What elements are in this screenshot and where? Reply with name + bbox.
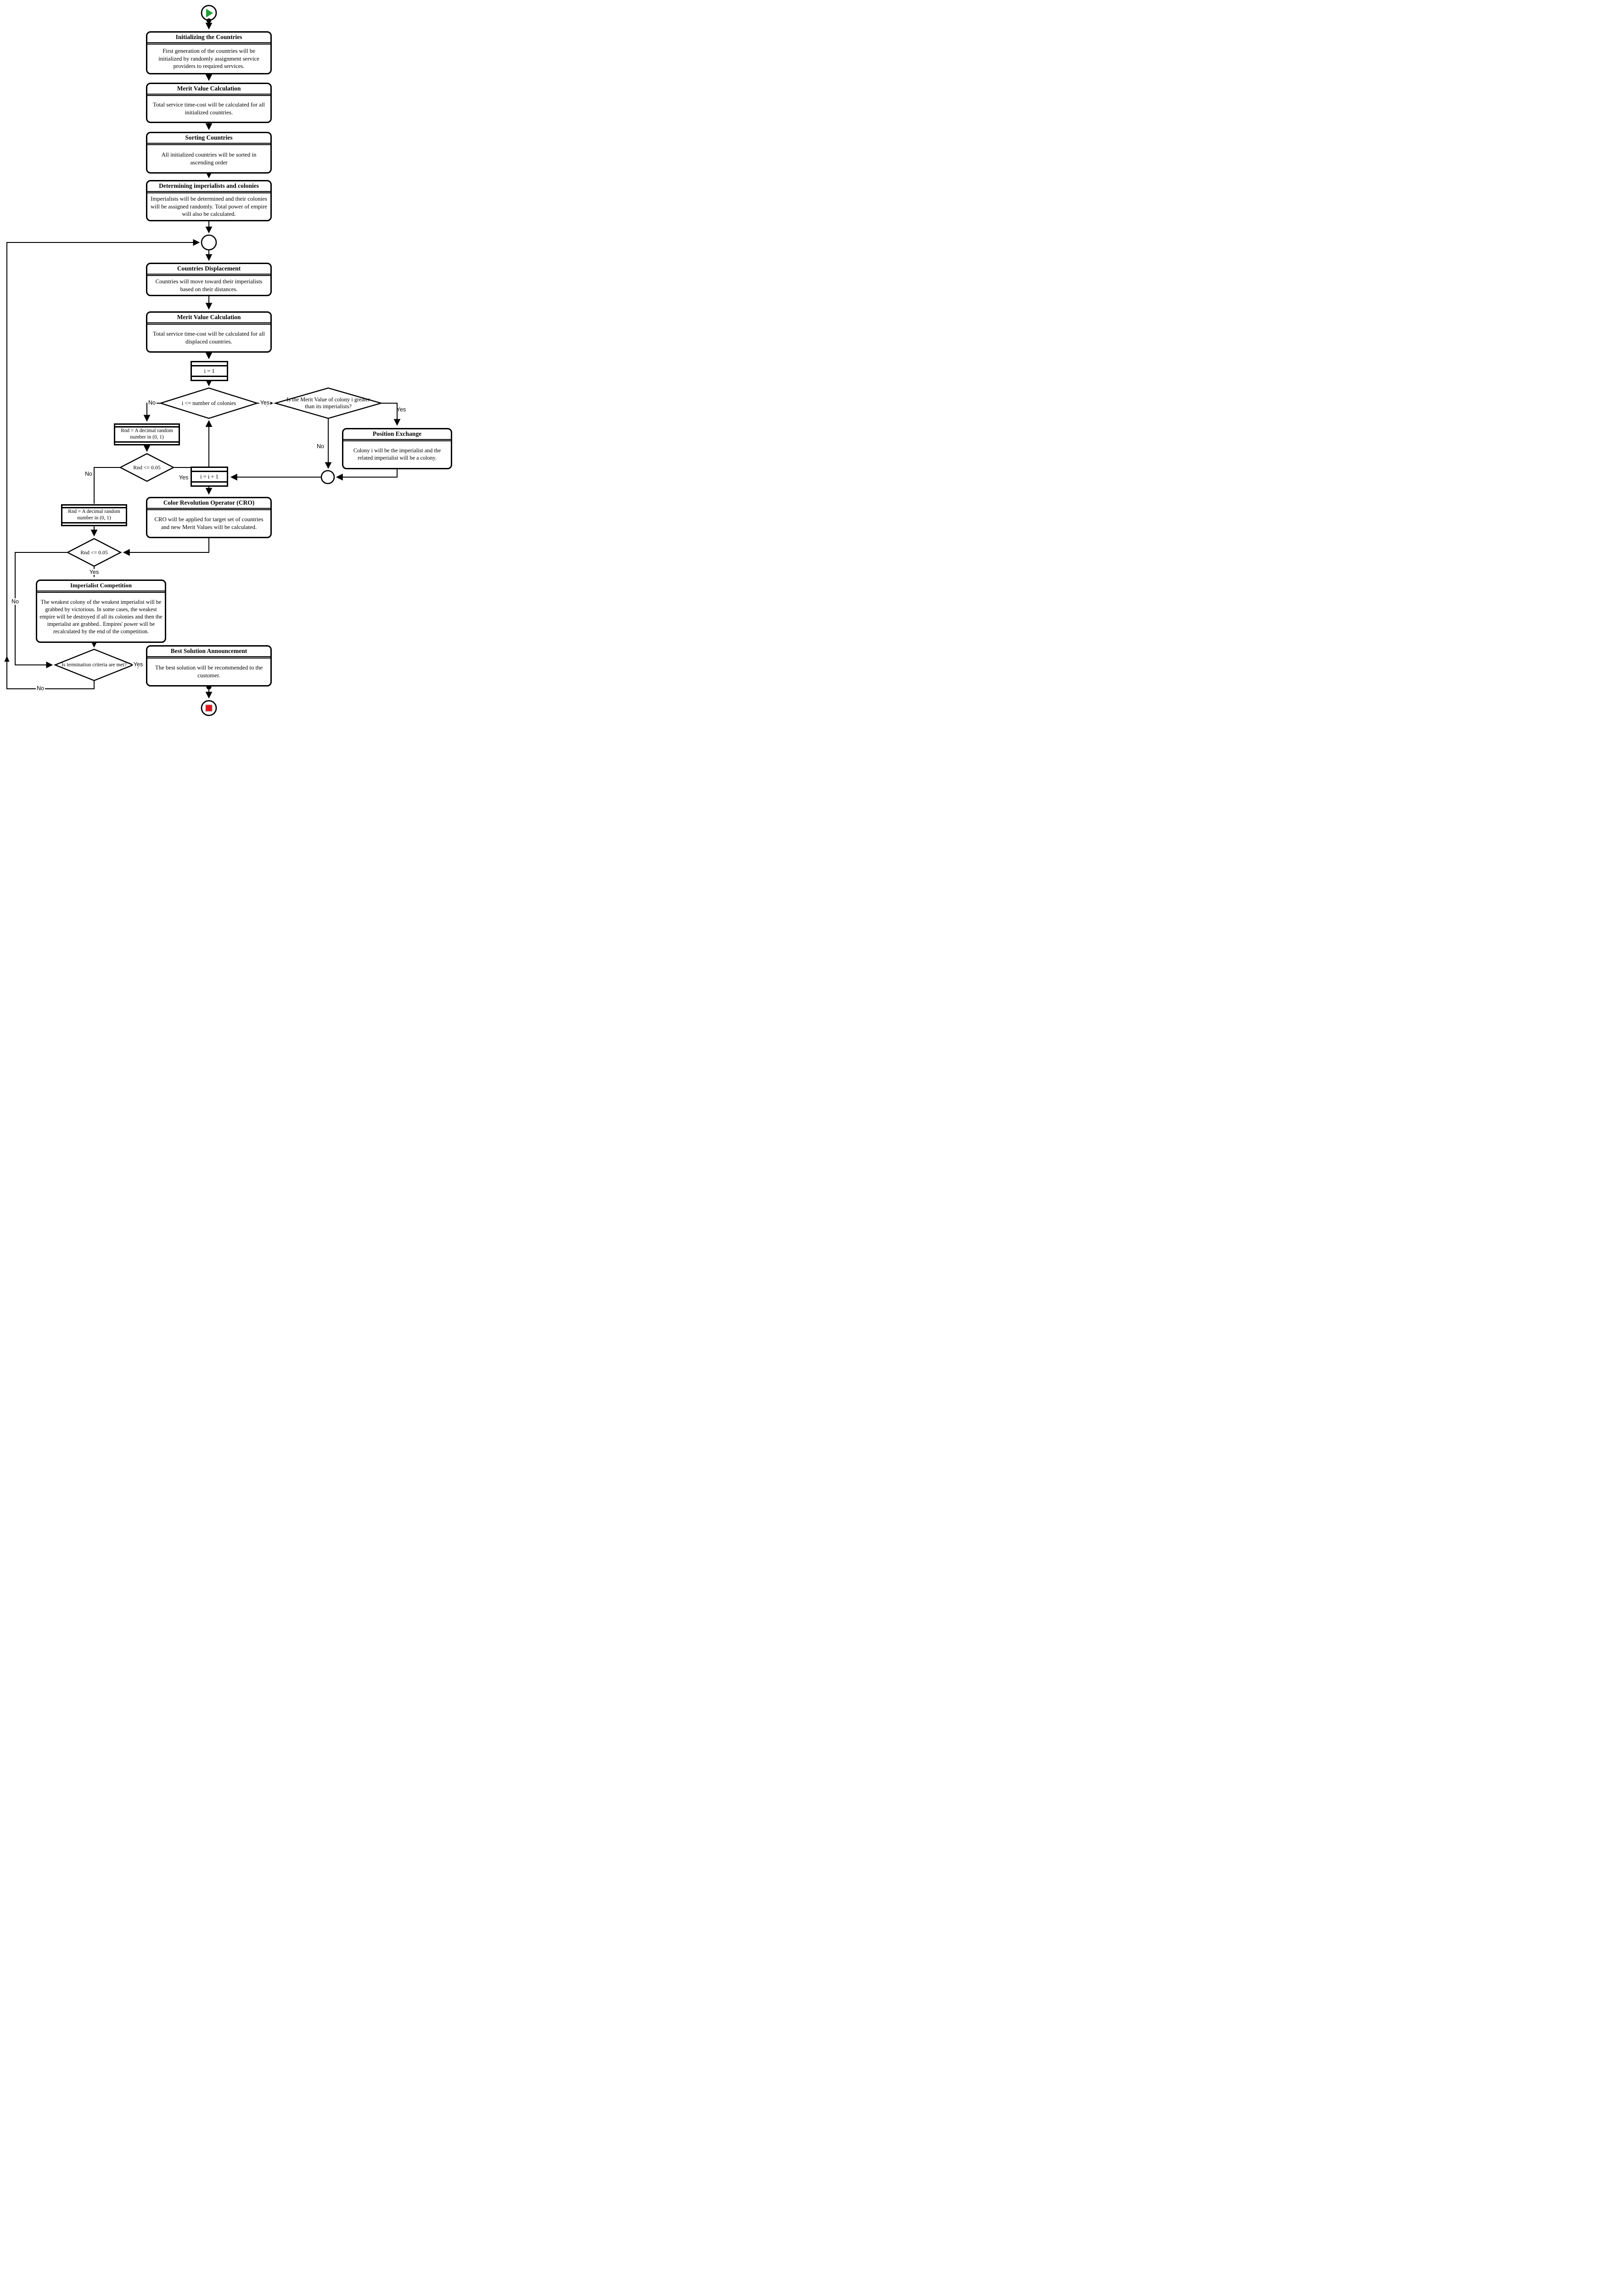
node-sorting-countries: Sorting Countries All initialized countr… bbox=[146, 132, 272, 174]
edge-label-merit-compare-no: No bbox=[317, 443, 324, 450]
node-rnd-assign-1: Rnd = A decimal random number in (0, 1) bbox=[114, 423, 180, 445]
node-title: Best Solution Announcement bbox=[147, 647, 270, 658]
node-title: Position Exchange bbox=[343, 429, 451, 441]
edge-label-termination-no: No bbox=[36, 685, 45, 692]
partition-strip bbox=[192, 362, 227, 366]
edge-label-rnd1-no: No bbox=[85, 471, 92, 477]
diamond-text-merit-compare: Is the Merit Value of colony i greater t… bbox=[286, 396, 370, 410]
start-play-icon bbox=[206, 9, 213, 17]
node-text: Rnd = A decimal random number in (0, 1) bbox=[121, 428, 173, 440]
node-initializing-countries: Initializing the Countries First generat… bbox=[146, 31, 272, 74]
edge-label-termination-yes: Yes bbox=[132, 661, 144, 668]
node-imperialist-competition: Imperialist Competition The weakest colo… bbox=[36, 580, 166, 643]
node-title: Determining imperialists and colonies bbox=[147, 181, 270, 193]
node-determining-imperialists: Determining imperialists and colonies Im… bbox=[146, 180, 272, 221]
partition-strip bbox=[192, 481, 227, 485]
node-title: Initializing the Countries bbox=[147, 33, 270, 45]
diamond-termination-check bbox=[53, 648, 135, 681]
flowchart-canvas: Initializing the Countries First generat… bbox=[0, 0, 464, 730]
node-body: Total service time-cost will be calculat… bbox=[153, 331, 265, 345]
node-body: Total service time-cost will be calculat… bbox=[153, 101, 265, 116]
diamond-merit-compare bbox=[273, 387, 383, 419]
partition-strip bbox=[192, 468, 227, 472]
node-body: Countries will move toward their imperia… bbox=[155, 278, 263, 293]
node-best-solution-announcement: Best Solution Announcement The best solu… bbox=[146, 645, 272, 687]
node-countries-displacement: Countries Displacement Countries will mo… bbox=[146, 263, 272, 296]
node-title: Color Revolution Operator (CRO) bbox=[147, 498, 270, 510]
node-merit-value-calculation-2: Merit Value Calculation Total service ti… bbox=[146, 311, 272, 353]
node-i-init: i = 1 bbox=[191, 361, 228, 381]
node-body: First generation of the countries will b… bbox=[158, 48, 259, 70]
merge-junction-main bbox=[201, 234, 217, 251]
node-text: i = 1 bbox=[204, 367, 215, 374]
node-body: Colony i will be the imperialist and the… bbox=[353, 447, 441, 461]
merge-junction-colony bbox=[320, 470, 335, 484]
diamond-text-termination: Is termination criteria are met? bbox=[62, 662, 127, 668]
node-body: Imperialists will be determined and thei… bbox=[151, 196, 267, 218]
diamond-rnd-check-1 bbox=[119, 453, 175, 482]
loop-up-arrowhead bbox=[4, 656, 10, 662]
node-merit-value-calculation-1: Merit Value Calculation Total service ti… bbox=[146, 83, 272, 123]
partition-strip bbox=[115, 425, 179, 428]
node-title: Sorting Countries bbox=[147, 133, 270, 145]
partition-strip bbox=[62, 522, 126, 525]
node-body: The weakest colony of the weakest imperi… bbox=[39, 599, 163, 635]
node-title: Imperialist Competition bbox=[37, 581, 165, 593]
diamond-text-colony-loop: i <= number of colonies bbox=[181, 400, 236, 406]
end-stop-icon bbox=[205, 704, 213, 712]
edge-label-colony-loop-no: No bbox=[147, 400, 157, 406]
start-exit-dot bbox=[207, 18, 211, 23]
node-position-exchange: Position Exchange Colony i will be the i… bbox=[342, 428, 452, 469]
edge-label-colony-loop-yes: Yes bbox=[259, 400, 271, 406]
diamond-rnd-check-2 bbox=[66, 538, 122, 567]
diamond-text-rnd-check-2: Rnd <= 0.05 bbox=[80, 549, 108, 556]
diamond-colony-loop bbox=[158, 387, 259, 419]
diamond-text-rnd-check-1: Rnd <= 0.05 bbox=[133, 464, 161, 471]
partition-strip bbox=[115, 441, 179, 444]
edge-label-merit-compare-yes: Yes bbox=[396, 406, 406, 413]
node-title: Merit Value Calculation bbox=[147, 84, 270, 96]
partition-strip bbox=[192, 376, 227, 380]
node-title: Merit Value Calculation bbox=[147, 313, 270, 325]
node-text: Rnd = A decimal random number in (0, 1) bbox=[68, 509, 120, 521]
node-body: All initialized countries will be sorted… bbox=[161, 151, 257, 166]
edge-label-rnd1-yes: Yes bbox=[179, 474, 189, 481]
node-rnd-assign-2: Rnd = A decimal random number in (0, 1) bbox=[61, 504, 127, 526]
node-body: The best solution will be recommended to… bbox=[155, 664, 263, 679]
edge-label-rnd2-yes: Yes bbox=[88, 569, 100, 575]
node-body: CRO will be applied for target set of co… bbox=[154, 516, 264, 530]
edge-label-rnd2-no: No bbox=[11, 598, 20, 605]
node-i-increment: i = i + 1 bbox=[191, 467, 228, 487]
node-title: Countries Displacement bbox=[147, 264, 270, 276]
node-text: i = i + 1 bbox=[200, 473, 219, 480]
partition-strip bbox=[62, 506, 126, 509]
node-color-revolution-operator: Color Revolution Operator (CRO) CRO will… bbox=[146, 497, 272, 538]
